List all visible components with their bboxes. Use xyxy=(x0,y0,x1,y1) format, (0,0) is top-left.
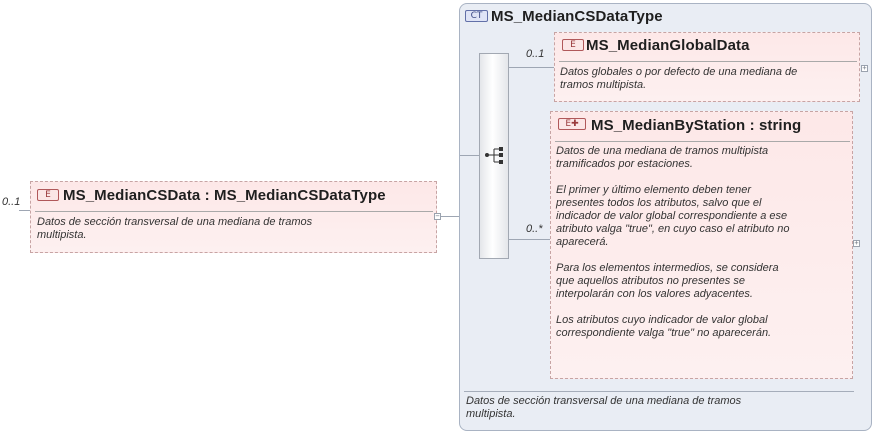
sequence-compositor-icon xyxy=(485,147,503,164)
element-badge: E✚ xyxy=(558,118,586,130)
sequence-compositor[interactable] xyxy=(479,53,509,259)
child1-cardinality: 0..1 xyxy=(526,48,545,60)
separator xyxy=(464,391,854,392)
separator xyxy=(35,211,433,212)
child-element-description: Datos globales o por defecto de una medi… xyxy=(560,66,798,91)
complex-type-description: Datos de sección transversal de una medi… xyxy=(466,395,742,420)
child2-cardinality: 0..* xyxy=(526,223,543,235)
expand-icon[interactable]: + xyxy=(853,239,860,247)
collapse-icon[interactable]: − xyxy=(434,212,441,220)
child-element-box[interactable]: E MS_MedianGlobalData Datos globales o p… xyxy=(554,32,860,102)
root-connector xyxy=(19,210,31,211)
complex-type-badge: CT xyxy=(465,10,488,22)
root-cardinality: 0..1 xyxy=(2,196,21,208)
type-to-sequence-connector xyxy=(460,155,479,156)
child-element-description: Datos de una mediana de tramos multipist… xyxy=(556,145,790,339)
element-badge: E xyxy=(37,189,59,201)
child2-connector xyxy=(509,239,551,240)
separator xyxy=(555,141,850,142)
root-element-title: MS_MedianCSData : MS_MedianCSDataType xyxy=(63,187,386,204)
root-element-description: Datos de sección transversal de una medi… xyxy=(37,216,313,241)
expand-icon[interactable]: + xyxy=(861,64,868,72)
complex-type-title: MS_MedianCSDataType xyxy=(491,8,663,25)
child-element-title: MS_MedianGlobalData xyxy=(586,37,750,54)
element-badge: E xyxy=(562,39,584,51)
separator xyxy=(559,61,857,62)
child-element-title: MS_MedianByStation : string xyxy=(591,117,802,134)
child-element-box[interactable]: E✚ MS_MedianByStation : string Datos de … xyxy=(550,111,853,379)
root-to-type-connector xyxy=(441,216,460,217)
child1-connector xyxy=(509,67,554,68)
root-element-box[interactable]: E MS_MedianCSData : MS_MedianCSDataType … xyxy=(30,181,437,253)
